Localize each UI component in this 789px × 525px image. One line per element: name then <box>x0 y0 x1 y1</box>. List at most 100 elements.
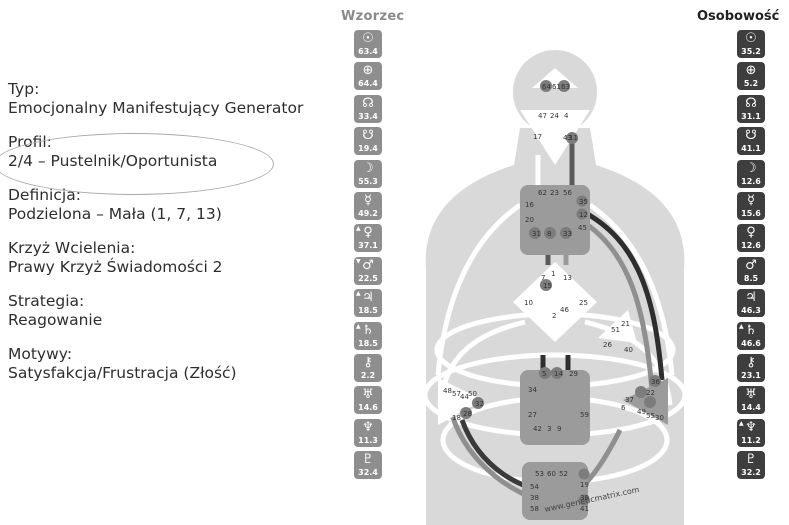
exaltation-mark-icon: ▲ <box>739 322 744 330</box>
svg-text:27: 27 <box>528 411 537 419</box>
svg-text:42: 42 <box>533 425 542 433</box>
ajna-center <box>520 110 590 165</box>
pluto-icon: ♇ <box>362 452 374 468</box>
venus-icon: ♀ <box>746 225 756 241</box>
design-planet-column: ☉63.4⊕64.4☊33.4☋19.4☽55.3☿49.2♀37.1▲♂22.… <box>354 30 382 483</box>
design-south-node-tile: ☋19.4 <box>354 127 382 156</box>
design-uranus-tile: ♅14.6 <box>354 386 382 415</box>
svg-text:53: 53 <box>535 470 544 478</box>
svg-text:63: 63 <box>561 83 570 91</box>
design-venus-tile: ♀37.1▲ <box>354 224 382 253</box>
design-uranus-value: 14.6 <box>358 403 378 413</box>
svg-text:60: 60 <box>547 470 556 478</box>
svg-text:45: 45 <box>578 224 587 232</box>
svg-text:38: 38 <box>530 494 539 502</box>
svg-text:41: 41 <box>580 505 589 513</box>
personality-earth-tile: ⊕5.2 <box>737 62 765 91</box>
svg-text:18: 18 <box>452 414 461 422</box>
profile-field: Profil: 2/4 – Pustelnik/Oportunista <box>8 133 348 171</box>
svg-text:17: 17 <box>533 133 542 141</box>
south-node-icon: ☋ <box>745 128 757 144</box>
exaltation-mark-icon: ▲ <box>356 225 361 233</box>
mercury-icon: ☿ <box>364 192 372 208</box>
jupiter-icon: ♃ <box>362 290 374 306</box>
svg-text:11: 11 <box>569 134 578 142</box>
cross-label: Krzyż Wcielenia: <box>8 239 136 257</box>
svg-text:15: 15 <box>543 282 552 290</box>
exaltation-mark-icon: ▲ <box>356 290 361 298</box>
svg-text:2: 2 <box>552 312 556 320</box>
svg-text:54: 54 <box>530 483 539 491</box>
design-pluto-value: 32.4 <box>358 468 378 478</box>
venus-icon: ♀ <box>363 225 373 241</box>
definition-label: Definicja: <box>8 186 81 204</box>
earth-icon: ⊕ <box>745 63 757 79</box>
personality-sun-value: 35.2 <box>741 47 761 56</box>
neptune-icon: ♆ <box>362 419 374 435</box>
svg-text:29: 29 <box>569 370 578 378</box>
svg-text:35: 35 <box>579 198 588 206</box>
svg-text:19: 19 <box>580 481 589 489</box>
type-value: Emocjonalny Manifestujący Generator <box>8 99 304 117</box>
svg-text:47: 47 <box>538 112 547 120</box>
svg-text:61: 61 <box>552 83 561 91</box>
svg-text:39: 39 <box>580 494 589 502</box>
svg-text:21: 21 <box>621 320 630 328</box>
personality-mercury-value: 15.6 <box>741 208 761 218</box>
svg-text:34: 34 <box>528 386 537 394</box>
svg-text:25: 25 <box>579 299 588 307</box>
svg-text:3: 3 <box>547 425 551 433</box>
svg-text:43: 43 <box>563 134 572 142</box>
svg-text:58: 58 <box>530 505 539 513</box>
svg-text:6: 6 <box>621 404 626 412</box>
design-mars-value: 22.5 <box>358 273 378 283</box>
motives-value: Satysfakcja/Frustracja (Złość) <box>8 364 237 382</box>
design-south-node-value: 19.4 <box>358 144 378 154</box>
profile-value: 2/4 – Pustelnik/Oportunista <box>8 152 218 170</box>
svg-text:9: 9 <box>557 425 561 433</box>
svg-text:62: 62 <box>538 189 547 197</box>
north-node-icon: ☊ <box>362 95 374 111</box>
svg-text:4: 4 <box>564 112 569 120</box>
cross-field: Krzyż Wcielenia: Prawy Krzyż Świadomości… <box>8 239 348 277</box>
personality-venus-value: 12.6 <box>741 241 761 251</box>
design-mars-tile: ♂22.5▼ <box>354 256 382 285</box>
design-saturn-value: 18.5 <box>358 338 378 348</box>
personality-uranus-tile: ♅14.4 <box>737 386 765 415</box>
personality-mercury-tile: ☿15.6 <box>737 191 765 220</box>
sun-icon: ☉ <box>362 31 374 46</box>
personality-uranus-value: 14.4 <box>741 403 761 413</box>
strategy-label: Strategia: <box>8 292 85 310</box>
design-saturn-tile: ♄18.5▲ <box>354 321 382 350</box>
personality-venus-tile: ♀12.6 <box>737 224 765 253</box>
design-north-node-tile: ☊33.4 <box>354 94 382 123</box>
svg-text:49: 49 <box>637 408 646 416</box>
design-chiron-tile: ⚷2.2 <box>354 353 382 382</box>
personality-jupiter-tile: ♃46.3 <box>737 289 765 318</box>
svg-text:36: 36 <box>651 378 660 386</box>
personality-moon-value: 12.6 <box>741 176 761 186</box>
svg-text:32: 32 <box>475 400 484 408</box>
design-sun-value: 63.4 <box>358 47 378 56</box>
heart-center <box>598 310 637 343</box>
cross-value: Prawy Krzyż Świadomości 2 <box>8 258 223 276</box>
svg-text:28: 28 <box>463 410 472 418</box>
design-moon-value: 55.3 <box>358 176 378 186</box>
svg-text:13: 13 <box>563 274 572 282</box>
pluto-icon: ♇ <box>745 452 757 468</box>
earth-icon: ⊕ <box>362 63 374 79</box>
exaltation-mark-icon: ▲ <box>739 419 744 427</box>
sacral-center <box>520 370 590 445</box>
svg-text:56: 56 <box>563 189 572 197</box>
design-moon-tile: ☽55.3 <box>354 159 382 188</box>
svg-text:22: 22 <box>646 389 655 397</box>
svg-text:44: 44 <box>460 393 469 401</box>
design-earth-tile: ⊕64.4 <box>354 62 382 91</box>
svg-text:33: 33 <box>563 230 572 238</box>
personality-saturn-value: 46.6 <box>741 338 761 348</box>
svg-text:50: 50 <box>468 390 477 398</box>
design-neptune-value: 11.3 <box>358 435 378 445</box>
svg-text:59: 59 <box>580 411 589 419</box>
personality-planet-column: ☉35.2⊕5.2☊31.1☋41.1☽12.6☿15.6♀12.6♂8.5♃4… <box>737 30 765 483</box>
personality-jupiter-value: 46.3 <box>741 306 761 316</box>
